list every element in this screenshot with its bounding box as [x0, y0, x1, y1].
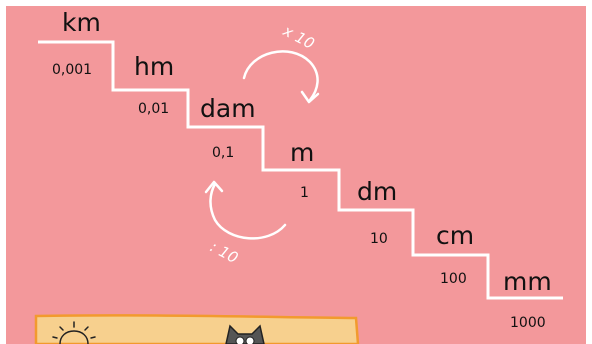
staircase-line: [38, 40, 563, 300]
factor-dam: 0,1: [212, 145, 234, 161]
lightbulb-icon: [52, 321, 96, 344]
unit-mm: mm: [503, 267, 552, 296]
multiply-label: x 10: [279, 21, 317, 53]
divide-arrow-icon: [204, 180, 287, 240]
factor-hm: 0,01: [138, 101, 169, 117]
divide-label: : 10: [207, 238, 241, 267]
unit-dam: dam: [200, 94, 256, 123]
factor-km: 0,001: [52, 62, 92, 78]
factor-dm: 10: [370, 231, 388, 247]
unit-hm: hm: [134, 52, 174, 81]
factor-mm: 1000: [510, 315, 546, 331]
owl-character-icon: [225, 324, 265, 344]
unit-m: m: [290, 138, 314, 167]
unit-dm: dm: [357, 177, 397, 206]
multiply-arrow-icon: [242, 50, 320, 104]
unit-cm: cm: [436, 221, 474, 250]
unit-km: km: [62, 8, 101, 37]
factor-m: 1: [300, 185, 309, 201]
note-box: [34, 314, 360, 344]
factor-cm: 100: [440, 271, 467, 287]
